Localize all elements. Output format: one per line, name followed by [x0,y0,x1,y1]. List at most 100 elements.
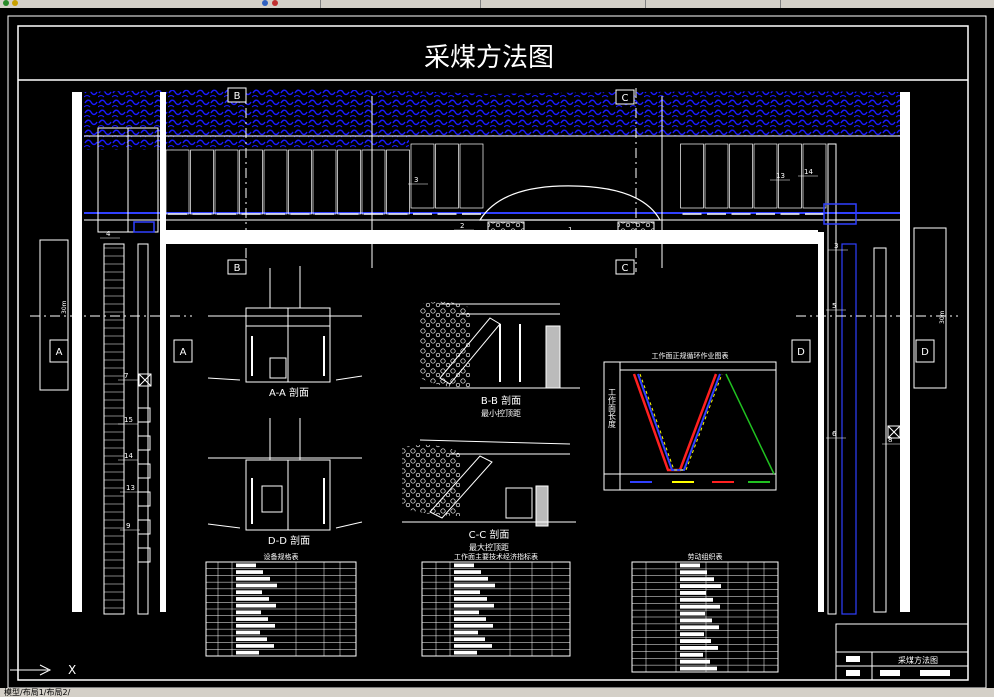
table-cell-text [680,666,717,671]
top-toolbar [0,0,994,8]
svg-text:C: C [622,93,629,104]
marker-a-right[interactable]: A [173,339,193,363]
marker-a-left[interactable]: A [49,339,69,363]
shearer [478,185,662,221]
table-cell-text [236,597,269,601]
cad-drawing: 采煤方法图 B B C [7,15,987,689]
table-cell-text [680,646,718,650]
table-cell-text [680,591,706,595]
leader-number: 13 [126,484,135,492]
title-block: 采煤方法图 [835,623,969,681]
table-cell-text [236,563,256,568]
section-aa-label: A-A 剖面 [269,386,309,399]
color-dropdown[interactable] [480,0,641,8]
svg-text:C: C [622,263,629,274]
leader-number: 3 [414,176,418,184]
leader-number: 7 [124,372,128,380]
table-cell-text [454,630,478,635]
support-unit [337,149,361,215]
cycle-chart-title: 工作面正规循环作业图表 [652,351,729,360]
table-cell-text [454,563,474,568]
leader-number: 3 [834,242,838,250]
layer-off-icon[interactable] [272,0,278,6]
right-switch-box-x2 [887,425,901,439]
support-unit [459,143,484,209]
leader-number: 15 [124,416,133,424]
section-bb-sublabel: 最小控顶距 [481,408,521,418]
table-cell-text [454,617,486,621]
left-equipment-box [137,407,151,423]
support-unit [190,149,214,215]
left-belt-conveyor [103,243,125,615]
ucs-x-label: X [68,663,76,677]
left-rail [137,243,149,615]
section-cc: C-C 剖面 最大控顶距 [402,439,576,552]
cycle-chart-axis-label: 工作面长度 [608,388,617,429]
section-bb-label: B-B 剖面 [481,394,521,407]
drawing-canvas[interactable]: 采煤方法图 B B C [0,8,994,689]
table-cell-text [680,563,700,568]
right-roadway-wall-inner [818,232,824,612]
sun-icon[interactable] [12,0,18,6]
leader-number: 14 [804,168,813,176]
table-cell-text [680,659,710,664]
table-cell-text [454,623,493,628]
table-cell-text [454,583,495,588]
leader-number: 8 [888,436,892,444]
layer-state-icon[interactable] [262,0,268,6]
title-block-name: 采煤方法图 [898,655,938,665]
left-equipment-box [137,463,151,479]
layout-tabs[interactable]: 模型/布局1/布局2/ [4,688,71,697]
lineweight-dropdown[interactable] [780,0,901,8]
support-unit [435,143,459,209]
marker-c-top[interactable]: C [615,89,635,105]
labor-table-title: 劳动组织表 [688,552,723,561]
table-cell-text [680,618,712,623]
left-belt-rollers [104,247,151,609]
marker-c-bottom[interactable]: C [615,259,635,275]
table-cell-text [680,632,704,637]
left-dimension-box [39,239,69,391]
linetype-dropdown[interactable] [645,0,776,8]
section-dd-label: D-D 剖面 [268,534,310,547]
transfer-loader [133,221,155,233]
svg-text:D: D [921,347,929,358]
marker-b-bottom[interactable]: B [227,259,247,275]
left-equipment-box [137,547,151,563]
svg-text:B: B [234,263,241,274]
layout-tabs-bar[interactable]: 模型/布局1/布局2/ [0,688,994,697]
left-equipment-box [137,435,151,451]
section-bb: B-B 剖面 最小控顶距 [420,301,580,418]
table-cell-text [680,604,720,609]
drawing-title: 采煤方法图 [424,43,554,73]
svg-text:A: A [180,347,187,358]
support-unit [214,149,239,215]
equipment-table-title: 设备规格表 [264,552,299,561]
leader-number: 6 [832,430,837,438]
right-end-machine [823,203,857,225]
marker-d-right[interactable]: D [915,339,935,363]
support-unit [263,149,288,215]
inner-border [17,25,969,681]
table-cell-text [454,597,487,601]
table-cell-text [454,590,480,595]
right-roadway-wall [900,92,910,612]
support-unit [312,149,337,215]
table-cell-text [454,644,492,648]
right-switch-box [887,425,901,439]
table-cell-text [454,650,477,655]
cycle-chart: 工作面正规循环作业图表 工作面长度 [603,351,777,491]
left-switch-box-x2 [138,373,152,387]
table-cell-text [236,590,262,595]
layer-icon[interactable] [3,0,9,6]
table-cell-text [236,650,259,655]
section-cc-label: C-C 剖面 [469,528,510,541]
marker-d-left[interactable]: D [791,339,811,363]
table-cell-text [680,611,705,616]
equipment-table: 设备规格表 [205,552,357,657]
section-cc-sublabel: 最大控顶距 [469,542,509,552]
layer-dropdown[interactable] [320,0,471,8]
table-cell-text [236,570,263,574]
marker-b-top[interactable]: B [227,87,247,103]
